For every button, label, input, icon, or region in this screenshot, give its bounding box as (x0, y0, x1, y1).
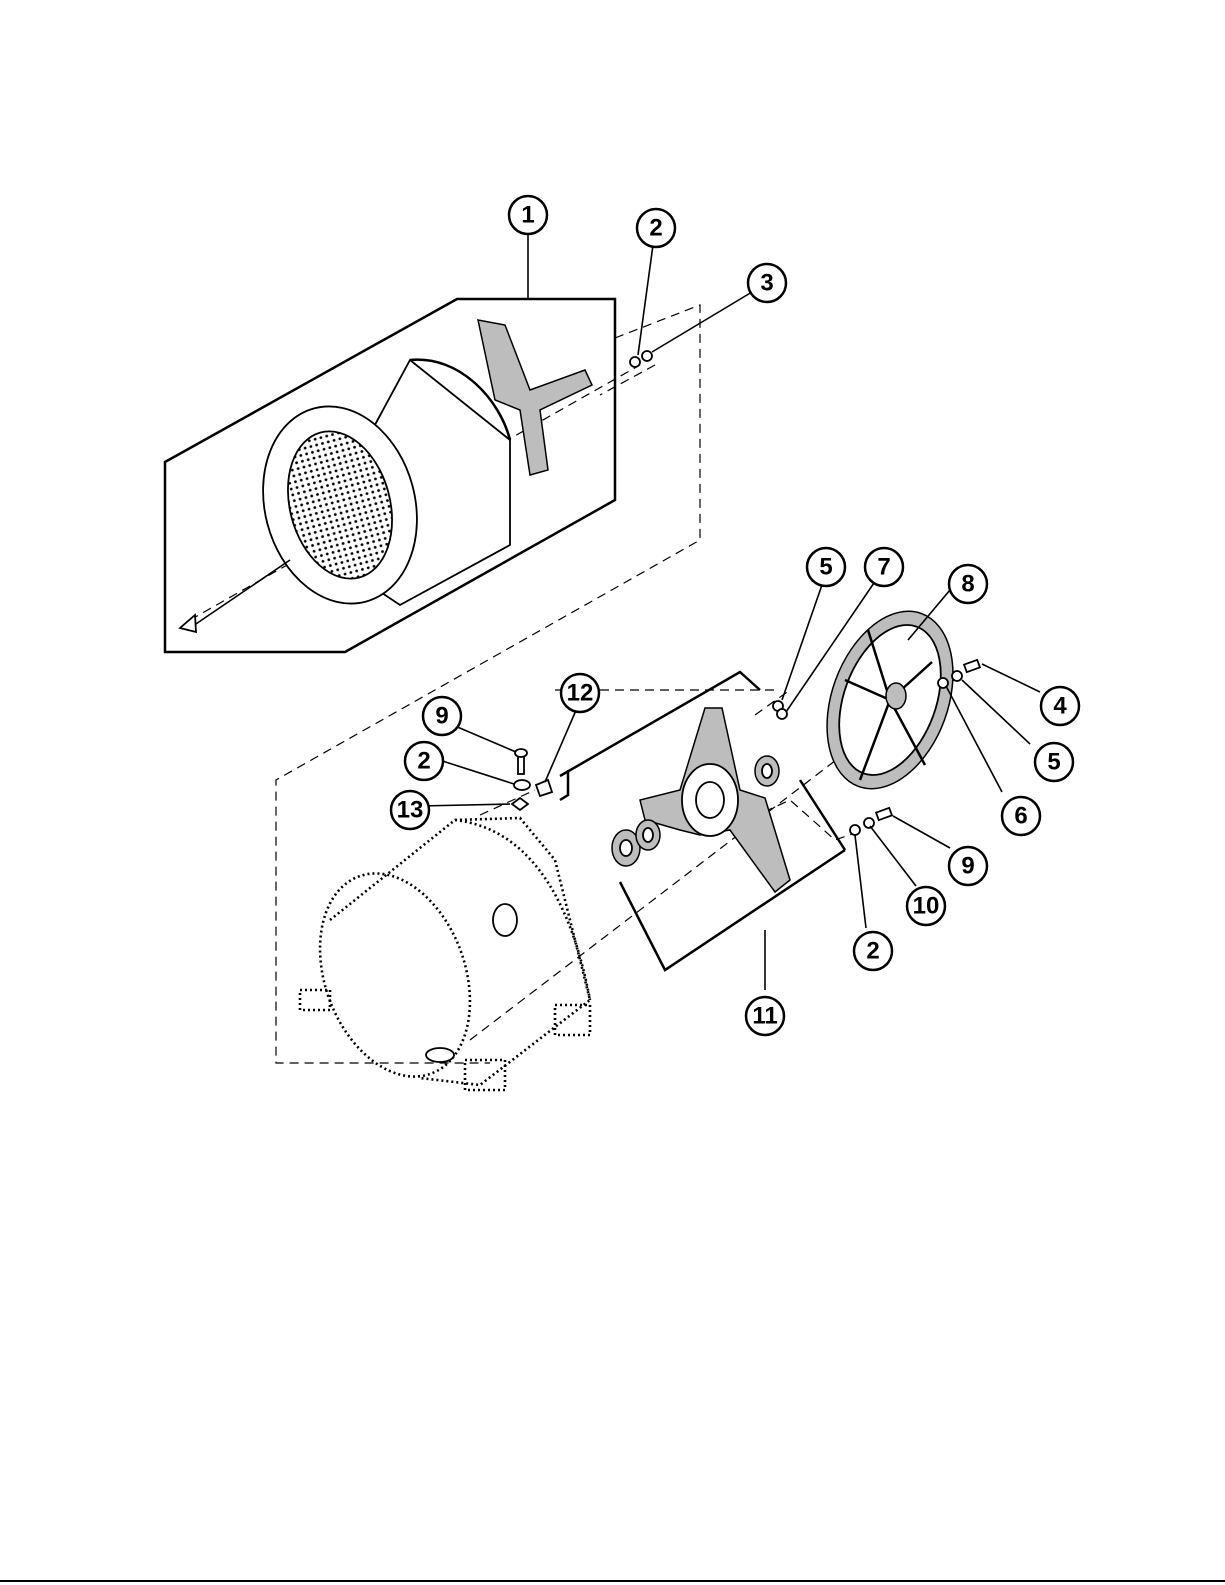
callout-3: 3 (748, 264, 786, 302)
bearing-spider (640, 708, 790, 892)
callout-7: 7 (865, 548, 903, 586)
svg-text:4: 4 (1053, 693, 1067, 720)
drive-pulley (804, 594, 976, 807)
callout-8: 8 (949, 565, 987, 603)
svg-text:11: 11 (752, 1003, 777, 1030)
callout-5: 5 (807, 548, 845, 586)
callout-6: 6 (1002, 797, 1040, 835)
svg-text:5: 5 (819, 554, 832, 581)
callout-10: 10 (907, 887, 945, 925)
callout-4: 4 (1041, 687, 1079, 725)
callout-11: 11 (746, 997, 784, 1035)
svg-text:7: 7 (877, 554, 890, 581)
basket-fasteners (630, 351, 652, 367)
svg-text:9: 9 (961, 853, 974, 880)
svg-text:1: 1 (521, 202, 534, 229)
svg-text:8: 8 (961, 571, 974, 598)
svg-text:5: 5 (1047, 749, 1060, 776)
svg-text:9: 9 (435, 703, 448, 730)
svg-text:2: 2 (866, 938, 879, 965)
callout-9: 9 (423, 697, 461, 735)
outer-tub (293, 818, 590, 1098)
bottom-rule (0, 1580, 1225, 1582)
svg-text:3: 3 (760, 270, 773, 297)
svg-text:10: 10 (913, 893, 940, 920)
svg-text:13: 13 (397, 797, 424, 824)
callout-13: 13 (391, 791, 429, 829)
callout-2: 2 (405, 742, 443, 780)
svg-text:6: 6 (1014, 803, 1027, 830)
svg-text:2: 2 (417, 748, 430, 775)
callout-1: 1 (509, 196, 547, 234)
callout-12: 12 (561, 674, 599, 712)
basket-drum (180, 360, 510, 632)
callout-9: 9 (949, 847, 987, 885)
callout-5: 5 (1035, 743, 1073, 781)
callout-2: 2 (854, 932, 892, 970)
svg-text:12: 12 (567, 680, 594, 707)
callout-2: 2 (637, 209, 675, 247)
svg-text:2: 2 (649, 215, 662, 242)
